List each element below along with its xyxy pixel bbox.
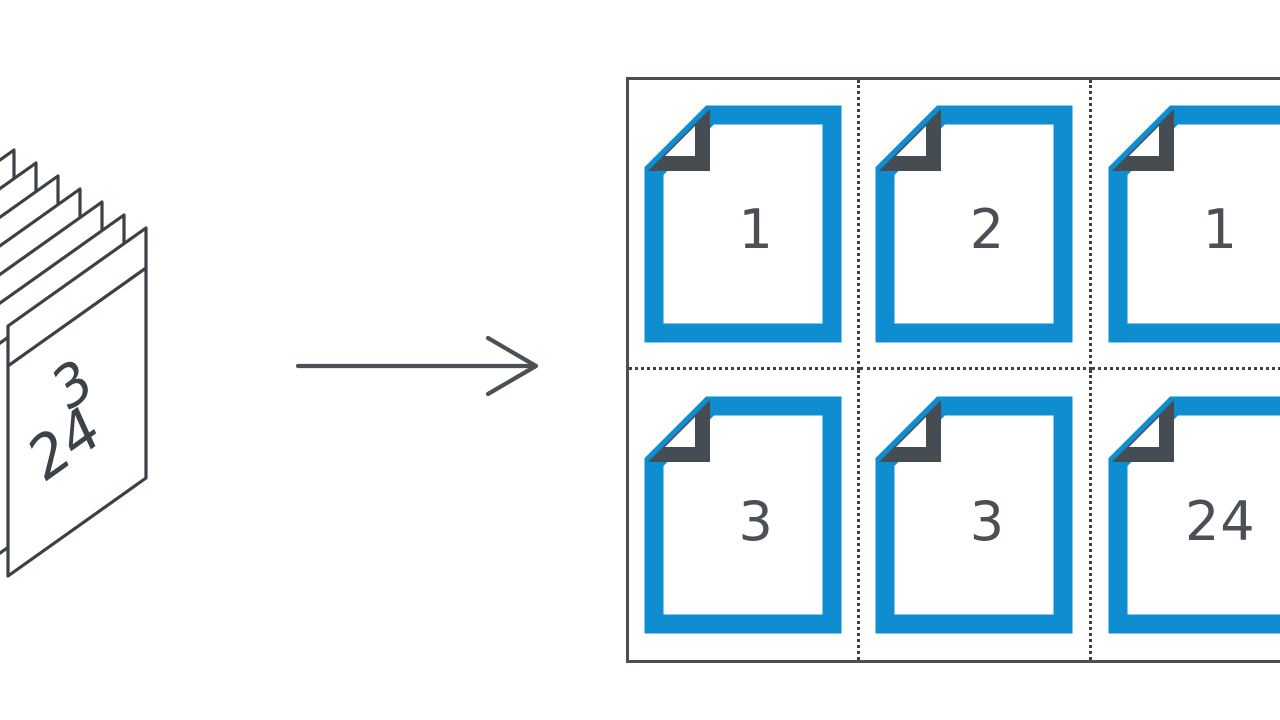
- imposition-cell[interactable]: 1: [629, 80, 861, 370]
- page-icon: 3: [644, 396, 842, 634]
- imposition-cell[interactable]: 2: [860, 80, 1092, 370]
- page-icon: 24: [1108, 396, 1280, 634]
- page-folded-corner-cutout: [896, 125, 927, 156]
- imposition-grid: 1 2: [629, 80, 1280, 660]
- page-icon: 3: [875, 396, 1073, 634]
- arrow-head: [485, 335, 539, 397]
- signature-sheet-front: [6, 226, 148, 578]
- imposition-sheet: 1 2: [626, 77, 1280, 663]
- page-folded-corner-cutout: [896, 417, 927, 447]
- imposition-cell[interactable]: 1: [1091, 80, 1280, 370]
- page-icon: 1: [644, 105, 842, 342]
- imposition-cell[interactable]: 3: [629, 370, 861, 660]
- page-folded-corner-cutout: [665, 417, 696, 447]
- imposition-cell[interactable]: 24: [1092, 370, 1280, 660]
- imposition-cell[interactable]: 3: [860, 370, 1092, 660]
- page-folded-corner-cutout: [665, 125, 696, 156]
- page-folded-corner-cutout: [1129, 125, 1160, 156]
- page-icon: 2: [875, 105, 1073, 342]
- page-folded-corner-cutout: [1129, 417, 1160, 447]
- page-folded-corner-icon: [879, 400, 942, 462]
- page-icon: 1: [1108, 105, 1280, 342]
- transform-arrow: [292, 330, 548, 402]
- folded-signature-stack: 3 24: [0, 130, 260, 600]
- page-folded-corner-icon: [648, 400, 711, 462]
